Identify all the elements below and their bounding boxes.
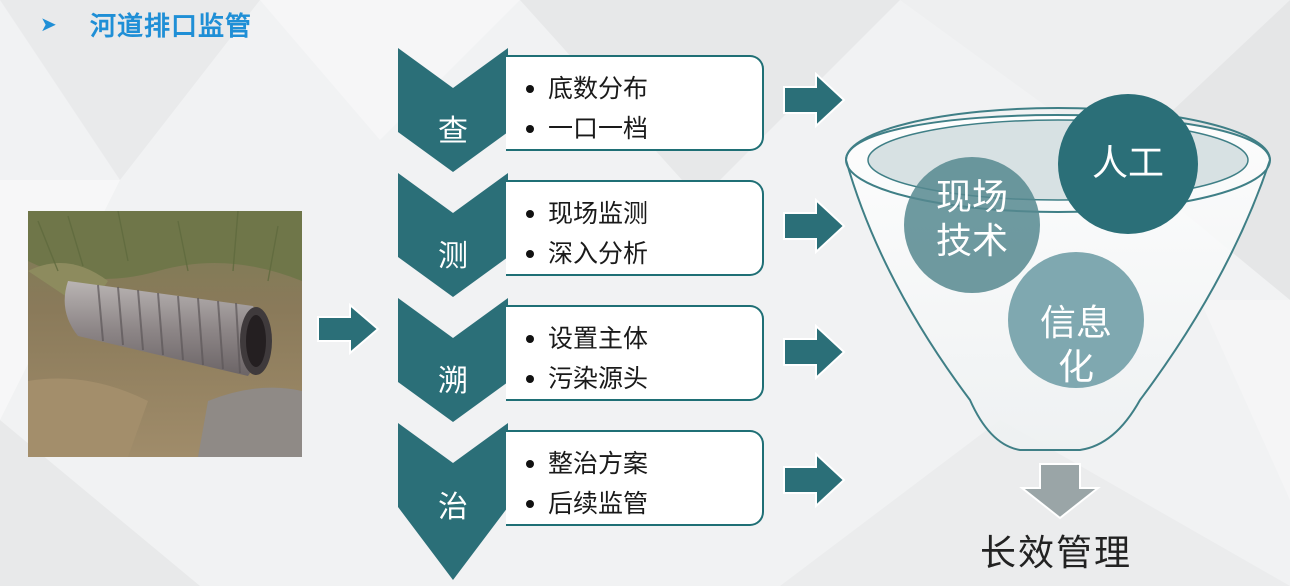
right-arrow-icon xyxy=(783,324,846,380)
bullet-icon xyxy=(526,500,534,508)
stage-label-check: 查 xyxy=(438,114,468,149)
stage-card-measure: 现场监测 深入分析 xyxy=(506,180,764,276)
list-item-text: 现场监测 xyxy=(548,199,649,228)
circle-label-informatization: 信息化 xyxy=(1040,303,1113,388)
bullet-icon xyxy=(526,210,534,218)
list-item: 底数分布 xyxy=(526,69,762,109)
list-item-text: 整治方案 xyxy=(548,449,649,478)
list-item: 整治方案 xyxy=(526,444,762,484)
stage-chevrons xyxy=(398,48,508,580)
arrow-bullet-icon: ➤ xyxy=(40,12,57,36)
stage-card-treat: 整治方案 后续监管 xyxy=(506,430,764,526)
bullet-icon xyxy=(526,335,534,343)
funnel-diagram xyxy=(844,94,1272,520)
bullet-icon xyxy=(526,85,534,93)
stage-label-trace: 溯 xyxy=(438,364,468,399)
list-item-text: 后续监管 xyxy=(548,489,649,518)
stage-card-trace: 设置主体 污染源头 xyxy=(506,305,764,401)
right-arrow-icon xyxy=(317,303,380,355)
list-item-text: 底数分布 xyxy=(548,74,649,103)
result-label: 长效管理 xyxy=(980,533,1133,574)
right-arrow-icon xyxy=(783,72,846,128)
list-item-text: 一口一档 xyxy=(548,114,649,143)
list-item: 现场监测 xyxy=(526,194,762,234)
list-item-text: 设置主体 xyxy=(548,324,649,353)
page-title: 河道排口监管 xyxy=(90,11,253,42)
list-item: 深入分析 xyxy=(526,234,762,274)
right-arrow-icon xyxy=(783,198,846,254)
list-item: 污染源头 xyxy=(526,359,762,399)
stage-card-check: 底数分布 一口一档 xyxy=(506,55,764,151)
bullet-icon xyxy=(526,250,534,258)
list-item-text: 污染源头 xyxy=(548,364,649,393)
list-item-text: 深入分析 xyxy=(548,239,649,268)
stage-label-measure: 测 xyxy=(438,239,468,274)
right-arrow-icon xyxy=(783,452,846,508)
drainage-pipe-photo xyxy=(28,211,302,457)
bullet-icon xyxy=(526,460,534,468)
bullet-icon xyxy=(526,125,534,133)
bullet-icon xyxy=(526,375,534,383)
circle-label-manual: 人工 xyxy=(1091,143,1164,184)
stage-label-treat: 治 xyxy=(438,490,468,525)
list-item: 后续监管 xyxy=(526,484,762,524)
circle-label-onsite-tech: 现场技术 xyxy=(935,177,1008,262)
list-item: 设置主体 xyxy=(526,319,762,359)
list-item: 一口一档 xyxy=(526,109,762,149)
header: ➤ 河道排口监管 xyxy=(40,6,252,42)
